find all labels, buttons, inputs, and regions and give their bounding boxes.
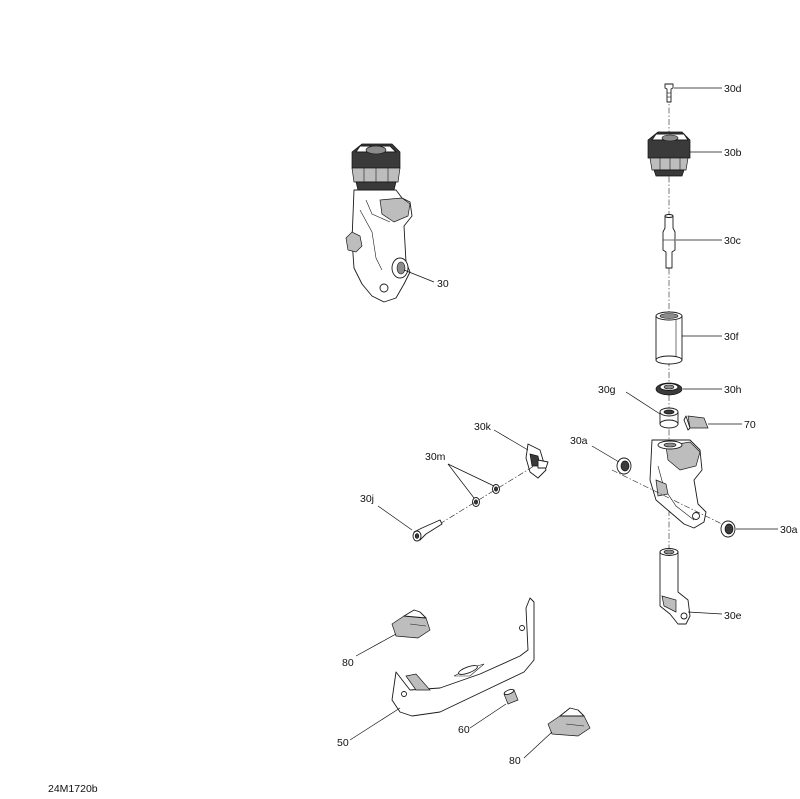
callout-30h: 30h (724, 384, 742, 396)
assembled-column-30 (345, 143, 435, 303)
shaft-30c (662, 214, 722, 269)
housing-exploded (611, 439, 725, 529)
callout-30d: 30d (724, 83, 742, 95)
callout-30: 30 (437, 278, 449, 290)
sleeve-30f (655, 311, 722, 365)
bearing-30h (655, 382, 722, 396)
block-70 (683, 415, 742, 431)
callout-80-bottom: 80 (509, 755, 521, 767)
callout-30f: 30f (724, 331, 739, 343)
callout-60: 60 (458, 724, 470, 736)
diagram-code: 24M1720b (48, 783, 98, 795)
callout-50: 50 (337, 737, 349, 749)
callout-30k: 30k (474, 421, 492, 433)
seal-30a-right (720, 520, 778, 538)
callout-30j: 30j (360, 493, 374, 505)
seal-30a-left (591, 445, 632, 475)
washers-30m (447, 463, 500, 507)
callout-80-top: 80 (342, 657, 354, 669)
knob-30b (647, 131, 722, 177)
pin-60 (469, 689, 519, 729)
bushing-30g (625, 391, 679, 429)
callout-30b: 30b (724, 147, 742, 159)
callout-30g: 30g (598, 384, 616, 396)
screw-30d (664, 83, 722, 103)
callout-30e: 30e (724, 610, 742, 622)
pad-80-bottom (523, 707, 591, 759)
callout-30a-left: 30a (570, 435, 588, 447)
callout-30m: 30m (425, 451, 446, 463)
callout-70: 70 (744, 419, 756, 431)
bolt-30j (377, 465, 535, 542)
lower-arm-30e (659, 548, 723, 625)
callout-30a-right: 30a (780, 524, 798, 536)
clip-30k (493, 429, 549, 479)
bracket-50 (349, 597, 535, 741)
pad-80-top (355, 609, 431, 657)
callout-30c: 30c (724, 235, 741, 247)
